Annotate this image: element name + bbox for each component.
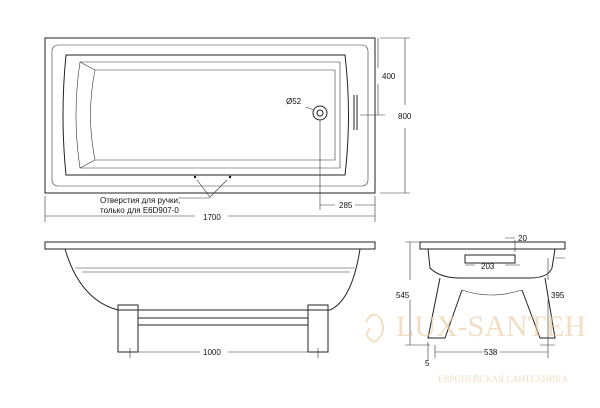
watermark-tagline: ЕВРОПЕЙСКАЯ САНТЕХНИКА <box>438 374 568 384</box>
dim-half-width: 400 <box>382 72 396 81</box>
end-view <box>405 237 566 360</box>
dim-inner-depth: 395 <box>551 291 565 300</box>
dim-gap: 5 <box>425 359 430 368</box>
dim-drain-diameter: Ø52 <box>286 97 302 106</box>
bathtub-logo-icon <box>365 313 385 344</box>
watermark-brand: LUX-SANTEH <box>396 310 586 343</box>
top-view <box>44 37 410 222</box>
dim-rim: 20 <box>518 234 527 243</box>
watermark: LUX-SANTEH ЕВРОПЕЙСКАЯ САНТЕХНИКА <box>365 310 586 384</box>
dim-length: 1700 <box>203 213 221 222</box>
dim-bottom-width: 203 <box>481 262 495 271</box>
dim-drain-offset: 285 <box>339 201 353 210</box>
dim-leg-width: 538 <box>484 348 498 357</box>
handle-hole-note-line1: Отверстия для ручки, <box>100 196 180 205</box>
handle-hole-note-line2: только для E6D907-0 <box>100 206 179 215</box>
side-view <box>44 241 376 358</box>
dim-total-height: 545 <box>396 291 410 300</box>
drain-hole <box>312 105 328 121</box>
dim-leg-spacing: 1000 <box>203 348 221 357</box>
dim-width: 800 <box>398 112 412 121</box>
